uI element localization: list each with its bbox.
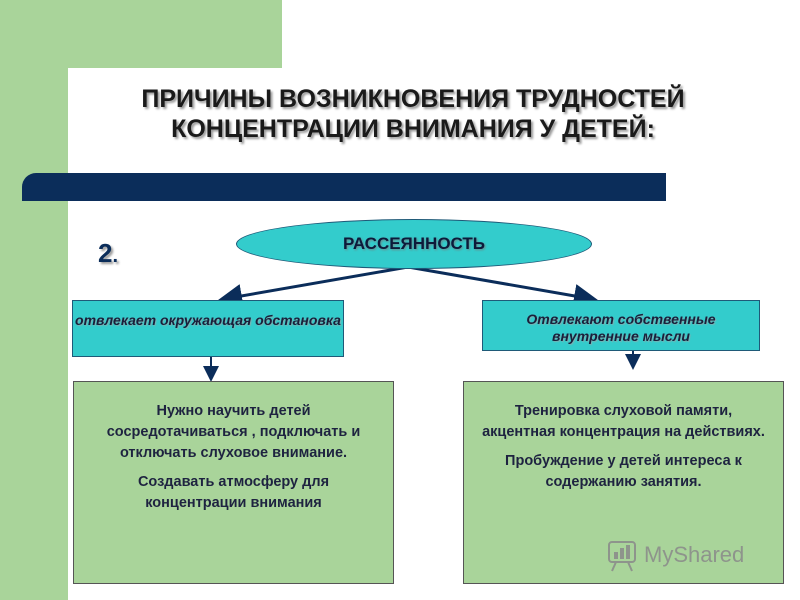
root-node-label: РАССЕЯННОСТЬ (342, 234, 486, 253)
arrow-root-to-right (407, 265, 598, 308)
arrow-root-to-left (218, 265, 409, 308)
section-number-value: 2 (98, 238, 113, 268)
title-line-2: КОНЦЕНТРАЦИИ ВНИМАНИЯ У ДЕТЕЙ: (171, 115, 655, 143)
section-number-suffix: . (112, 245, 119, 267)
recommendation-right-p2: Пробуждение у детей интереса к содержани… (505, 453, 742, 490)
watermark: MyShared (606, 538, 776, 574)
watermark-logo-icon (608, 541, 636, 572)
branch-node-left: отвлекает окружающая обстановка (72, 300, 344, 357)
recommendation-right-p1: Тренировка слуховой памяти, акцентная ко… (482, 403, 765, 440)
divider-bar-notch (22, 187, 54, 201)
watermark-text: MyShared (644, 542, 745, 567)
divider-bar (22, 173, 666, 201)
slide-title: ПРИЧИНЫ ВОЗНИКНОВЕНИЯ ТРУДНОСТЕЙ КОНЦЕНТ… (80, 84, 746, 144)
branch-node-right: Отвлекают собственные внутренние мысли (482, 300, 760, 351)
recommendation-box-left: Нужно научить детей сосредотачиваться , … (73, 381, 394, 584)
title-line-1: ПРИЧИНЫ ВОЗНИКНОВЕНИЯ ТРУДНОСТЕЙ (141, 85, 685, 113)
root-node-ellipse: РАССЕЯННОСТЬ (236, 219, 592, 269)
background-green-left (0, 0, 68, 600)
recommendation-left-p1: Нужно научить детей сосредотачиваться , … (106, 403, 361, 461)
recommendation-left-p2: Создавать атмосферу для концентрации вни… (137, 474, 330, 511)
section-number: 2. (98, 238, 118, 269)
